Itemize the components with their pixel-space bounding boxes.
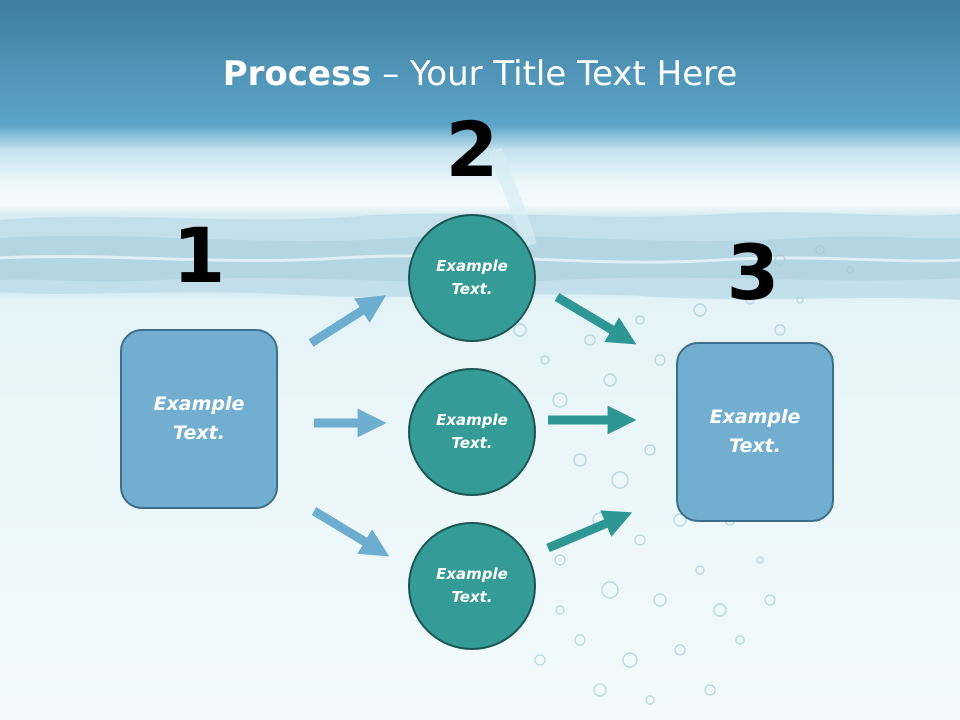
title-rest: – Your Title Text Here	[371, 54, 738, 94]
step-number-2: 2	[445, 105, 499, 194]
step-number-1: 1	[172, 211, 226, 300]
step-2-circle-1[interactable]: Example Text.	[408, 214, 536, 342]
step-1-text: Example Text.	[153, 393, 245, 444]
arrow-circle-3-to-3	[546, 510, 633, 553]
step-2-circle-3[interactable]: Example Text.	[408, 522, 536, 650]
title-strong: Process	[222, 54, 372, 94]
step-3-box[interactable]: Example Text.	[676, 342, 834, 522]
step-2-circle-1-text: Example Text.	[436, 257, 508, 298]
step-number-3: 3	[726, 228, 780, 317]
step-2-circle-2-text: Example Text.	[436, 411, 508, 452]
step-2-circle-3-text: Example Text.	[436, 565, 508, 606]
arrow-circle-1-to-3	[554, 293, 637, 345]
arrow-1-to-circle-1	[308, 295, 387, 347]
step-2-circle-2[interactable]: Example Text.	[408, 368, 536, 496]
slide-title: Process – Your Title Text Here	[0, 52, 960, 96]
step-3-text: Example Text.	[709, 406, 801, 457]
step-1-box[interactable]: Example Text.	[120, 329, 278, 509]
arrow-1-to-circle-3	[311, 507, 390, 557]
